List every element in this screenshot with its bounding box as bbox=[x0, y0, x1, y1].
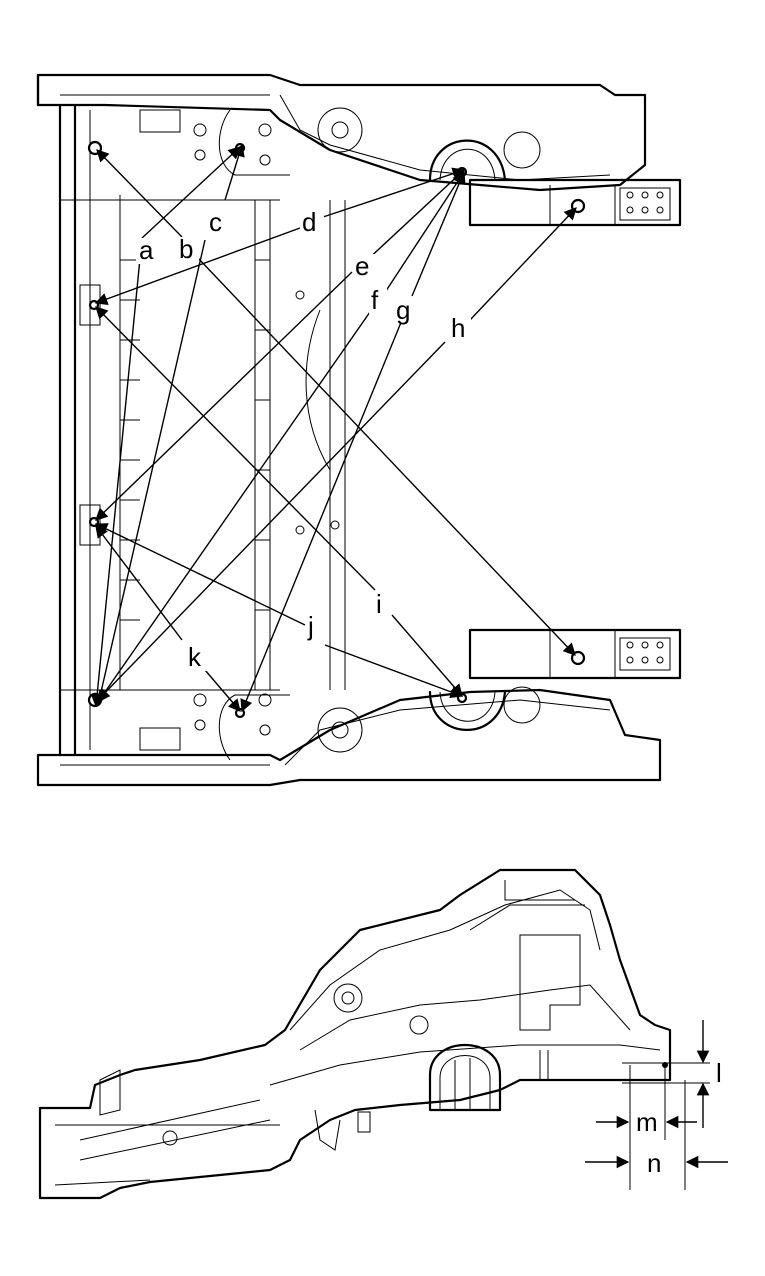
callout-label-g: g bbox=[396, 295, 410, 325]
callout-label-f: f bbox=[371, 285, 379, 315]
dimension-label-l: l bbox=[716, 1058, 722, 1088]
callout-label-j: j bbox=[307, 611, 314, 641]
callout-label-b: b bbox=[179, 234, 193, 264]
callout-label-d: d bbox=[302, 207, 316, 237]
callout-label-h: h bbox=[451, 313, 465, 343]
dimension-label-n: n bbox=[647, 1148, 661, 1178]
callout-label-c: c bbox=[209, 207, 222, 237]
callout-label-a: a bbox=[139, 235, 154, 265]
underbody-top-view: a b c d e f g h i j k bbox=[36, 73, 682, 787]
callout-label-i: i bbox=[376, 589, 382, 619]
callout-arrows bbox=[90, 143, 577, 713]
callout-label-k: k bbox=[188, 642, 202, 672]
callout-label-e: e bbox=[355, 251, 369, 281]
underbody-side-view: l m n bbox=[38, 868, 730, 1200]
dimension-label-m: m bbox=[636, 1107, 658, 1137]
